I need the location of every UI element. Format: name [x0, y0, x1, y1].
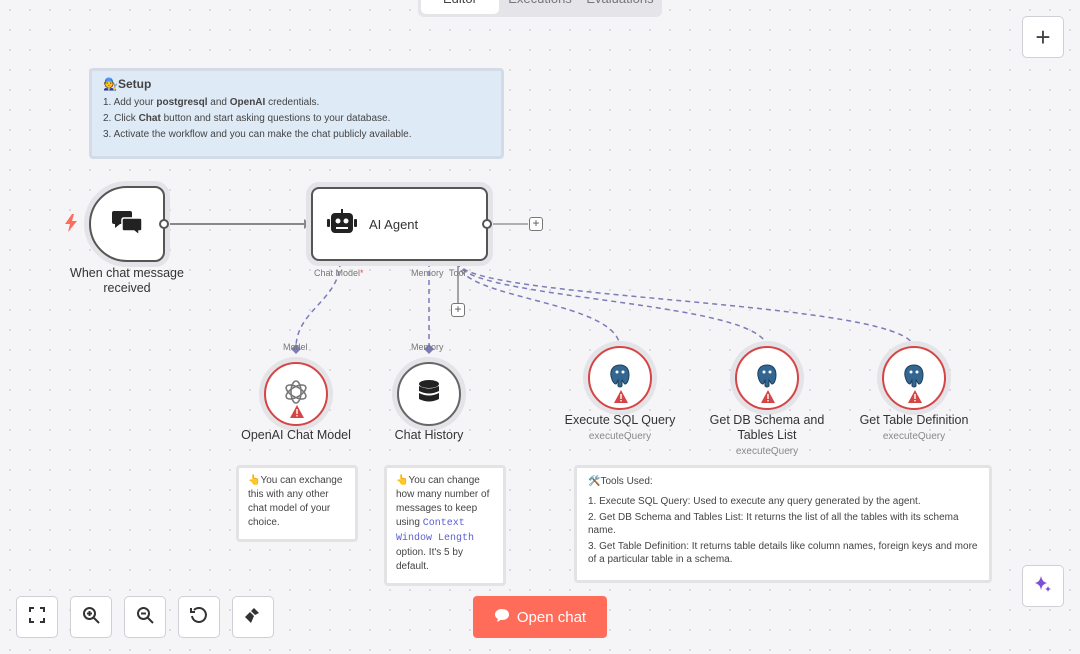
- openai-icon: [282, 378, 310, 411]
- tab-editor[interactable]: Editor: [421, 0, 499, 14]
- model-sticky-note[interactable]: 👆You can exchange this with any other ch…: [236, 465, 358, 542]
- sparkle-icon: [1033, 574, 1053, 599]
- tools-item-1: 1. Execute SQL Query: Used to execute an…: [588, 496, 921, 507]
- agent-output-port[interactable]: [482, 219, 492, 229]
- zoom-in-icon: [82, 606, 100, 629]
- openai-port-label: Model: [283, 342, 308, 352]
- setup-step-3: 3. Activate the workflow and you can mak…: [103, 129, 412, 140]
- warning-icon: [908, 390, 922, 408]
- chat-history-label: Chat History: [394, 428, 464, 442]
- agent-add-tool-button[interactable]: +: [451, 303, 465, 317]
- pointing-hand-icon: 👆: [248, 475, 261, 486]
- clean-up-icon: [244, 606, 262, 629]
- chat-bubbles-icon: [111, 208, 143, 241]
- tab-evaluations[interactable]: Evaluations: [581, 0, 659, 14]
- get-table-definition-sublabel: executeQuery: [882, 431, 946, 442]
- chat-bubble-icon: [494, 608, 510, 627]
- postgres-icon: [754, 363, 780, 394]
- ai-assistant-button[interactable]: [1022, 565, 1064, 607]
- setup-sticky-note[interactable]: 🧑‍🔧Setup 1. Add your postgresql and Open…: [89, 68, 504, 159]
- tools-item-2: 2. Get DB Schema and Tables List: It ret…: [588, 512, 959, 536]
- tools-icon: 🛠️: [588, 476, 601, 487]
- get-db-schema-node[interactable]: [735, 346, 799, 410]
- setup-step-2: 2. Click Chat button and start asking qu…: [103, 113, 391, 124]
- fit-view-button[interactable]: [16, 596, 58, 638]
- undo-icon: [190, 606, 208, 629]
- warning-icon: [290, 405, 304, 423]
- setup-step-1: 1. Add your postgresql and OpenAI creden…: [103, 97, 320, 108]
- ai-agent-label: AI Agent: [369, 216, 419, 232]
- agent-add-next-button[interactable]: +: [529, 217, 543, 231]
- port-chat-model: Chat Model*: [314, 268, 364, 278]
- open-chat-button[interactable]: Open chat: [473, 596, 607, 638]
- get-table-definition-label: Get Table Definition: [859, 413, 969, 427]
- robot-icon: [327, 208, 357, 240]
- chat-history-node[interactable]: [397, 362, 461, 426]
- postgres-icon: [901, 363, 927, 394]
- fit-view-icon: [29, 606, 45, 628]
- memory-sticky-note[interactable]: 👆You can change how many number of messa…: [384, 465, 506, 586]
- tools-item-3: 3. Get Table Definition: It returns tabl…: [588, 541, 978, 565]
- get-db-schema-sublabel: executeQuery: [735, 446, 799, 457]
- tools-note-title: 🛠️Tools Used:: [588, 476, 653, 487]
- history-port-label: Memory: [411, 342, 444, 352]
- execute-sql-query-label: Execute SQL Query: [564, 413, 676, 427]
- warning-icon: [614, 390, 628, 408]
- database-icon: [418, 379, 440, 409]
- plus-icon: +: [1035, 21, 1051, 52]
- view-tabs: Editor Executions Evaluations: [418, 0, 662, 17]
- warning-icon: [761, 390, 775, 408]
- open-chat-label: Open chat: [516, 608, 587, 626]
- setup-note-title: 🧑‍🔧Setup: [103, 77, 152, 91]
- add-node-button[interactable]: +: [1022, 16, 1064, 58]
- ai-agent-node[interactable]: AI Agent: [311, 187, 488, 261]
- execute-sql-query-sublabel: executeQuery: [588, 431, 652, 442]
- pointing-hand-icon: 👆: [396, 475, 409, 486]
- port-tool: Tool: [449, 268, 466, 278]
- get-table-definition-node[interactable]: [882, 346, 946, 410]
- reset-zoom-button[interactable]: [178, 596, 220, 638]
- zoom-out-icon: [136, 606, 154, 629]
- setup-icon: 🧑‍🔧: [103, 77, 118, 91]
- tools-sticky-note[interactable]: 🛠️Tools Used: 1. Execute SQL Query: Used…: [574, 465, 992, 583]
- tidy-up-button[interactable]: [232, 596, 274, 638]
- port-memory: Memory: [411, 268, 444, 278]
- zoom-out-button[interactable]: [124, 596, 166, 638]
- chat-trigger-node[interactable]: [89, 186, 165, 262]
- bolt-icon: [64, 214, 78, 237]
- openai-node-label: OpenAI Chat Model: [241, 428, 351, 442]
- tab-executions[interactable]: Executions: [501, 0, 579, 14]
- openai-chat-model-node[interactable]: [264, 362, 328, 426]
- trigger-output-port[interactable]: [159, 219, 169, 229]
- execute-sql-query-node[interactable]: [588, 346, 652, 410]
- zoom-in-button[interactable]: [70, 596, 112, 638]
- postgres-icon: [607, 363, 633, 394]
